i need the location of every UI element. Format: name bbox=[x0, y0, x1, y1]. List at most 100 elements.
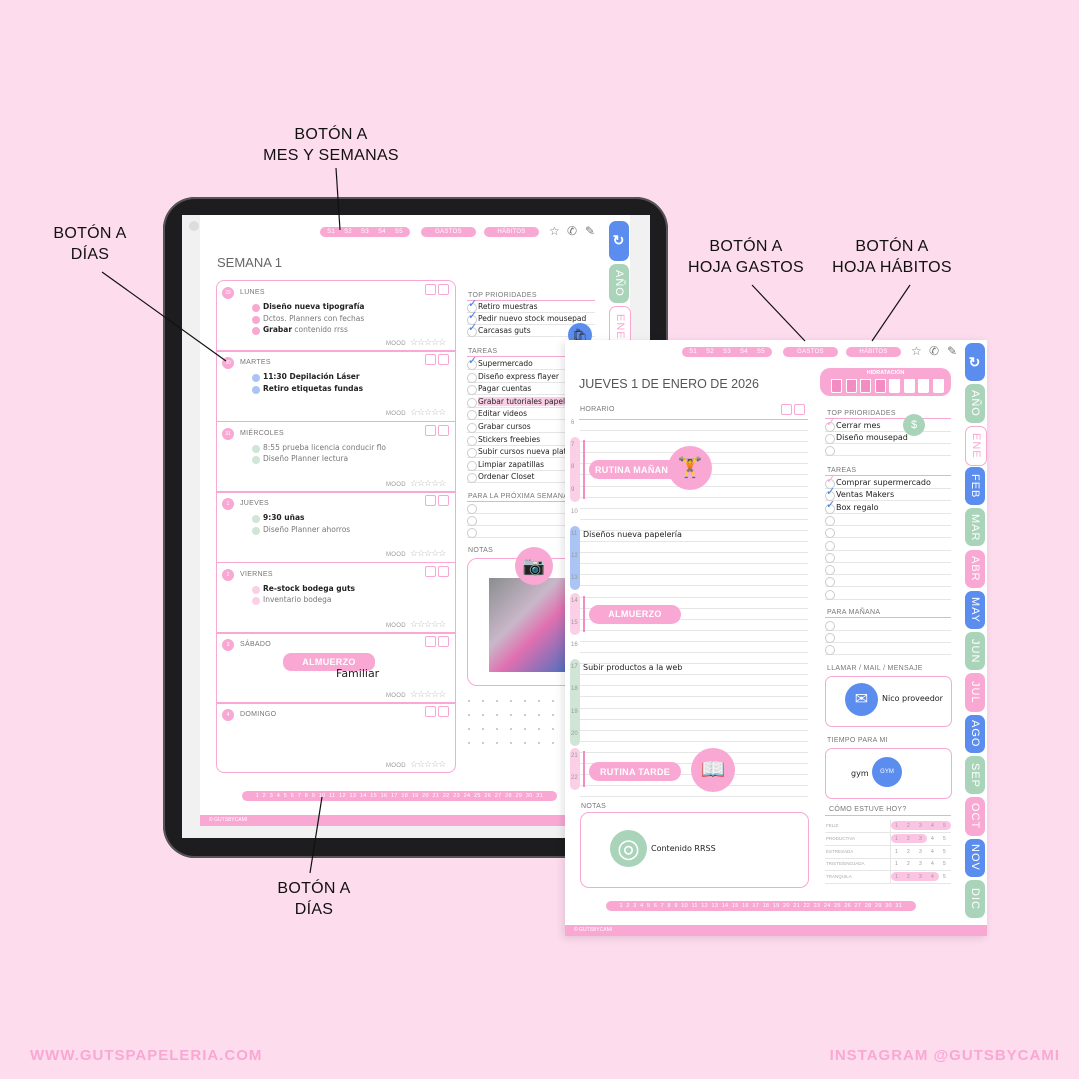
mood-stars[interactable]: ☆☆☆☆☆ bbox=[410, 337, 446, 347]
day-number-badge[interactable]: 3 bbox=[222, 639, 234, 651]
expenses-button[interactable]: GASTOS bbox=[783, 347, 838, 357]
day-button-17[interactable]: 17 bbox=[391, 793, 398, 799]
checkbox[interactable] bbox=[825, 528, 835, 539]
checkbox[interactable] bbox=[825, 621, 835, 631]
apple-calendar-icon[interactable] bbox=[438, 284, 449, 295]
checkbox[interactable] bbox=[467, 397, 477, 408]
day-button-9[interactable]: 9 bbox=[674, 903, 678, 909]
day-number-badge[interactable]: 29 bbox=[222, 287, 234, 299]
google-calendar-icon[interactable] bbox=[425, 424, 436, 436]
tab-mar[interactable]: MAR bbox=[965, 508, 985, 547]
me-time-box[interactable] bbox=[825, 748, 952, 799]
week-button-s4[interactable]: S4 bbox=[377, 229, 386, 235]
dollar-icon[interactable]: $ bbox=[903, 414, 925, 436]
checkbox[interactable] bbox=[467, 504, 477, 514]
tab-año[interactable]: AÑO bbox=[965, 384, 985, 423]
contact-box[interactable] bbox=[825, 676, 952, 727]
day-button-29[interactable]: 29 bbox=[515, 793, 523, 799]
mood-score-5[interactable]: 5 bbox=[943, 848, 946, 855]
day-button-20[interactable]: 20 bbox=[783, 903, 790, 909]
tab-jul[interactable]: JUL bbox=[965, 673, 985, 712]
day-button-19[interactable]: 19 bbox=[411, 793, 419, 799]
checkbox[interactable] bbox=[467, 516, 477, 526]
tab-ene[interactable]: ENE bbox=[609, 306, 631, 348]
water-glass-icon[interactable] bbox=[889, 379, 900, 393]
mood-score-2[interactable]: 2 bbox=[907, 874, 910, 881]
day-button-7[interactable]: 7 bbox=[660, 903, 665, 909]
checkbox[interactable] bbox=[467, 303, 477, 313]
mood-score-2[interactable]: 2 bbox=[907, 848, 910, 855]
day-button-5[interactable]: 5 bbox=[646, 903, 651, 909]
day-button-3[interactable]: 3 bbox=[633, 903, 637, 909]
day-button-28[interactable]: 28 bbox=[505, 793, 512, 799]
water-glass-icon[interactable] bbox=[860, 379, 871, 393]
tab-ene[interactable]: ENE bbox=[965, 425, 987, 466]
day-button-11[interactable]: 11 bbox=[329, 793, 336, 799]
phone-icon[interactable]: ✆ bbox=[929, 344, 940, 358]
expenses-button[interactable]: GASTOS bbox=[421, 227, 476, 237]
mood-score-1[interactable]: 1 bbox=[895, 823, 898, 829]
mood-score-3[interactable]: 3 bbox=[919, 823, 922, 829]
water-glass-icon[interactable] bbox=[845, 379, 857, 393]
day-button-2[interactable]: 2 bbox=[262, 793, 267, 799]
day-button-8[interactable]: 8 bbox=[667, 903, 671, 909]
day-button-12[interactable]: 12 bbox=[339, 793, 346, 799]
week-button-s5[interactable]: S5 bbox=[394, 229, 403, 235]
day-button-13[interactable]: 13 bbox=[349, 793, 357, 799]
day-button-11[interactable]: 11 bbox=[691, 903, 698, 909]
day-button-28[interactable]: 28 bbox=[864, 903, 872, 909]
checkbox[interactable] bbox=[825, 589, 835, 600]
day-button-12[interactable]: 12 bbox=[701, 903, 708, 909]
week-button-s2[interactable]: S2 bbox=[706, 349, 715, 355]
water-glass-icon[interactable] bbox=[932, 379, 944, 393]
checkbox[interactable] bbox=[467, 448, 477, 459]
camera-icon[interactable]: 📷 bbox=[515, 547, 553, 585]
checkbox[interactable] bbox=[467, 327, 477, 337]
google-calendar-icon[interactable] bbox=[425, 284, 436, 295]
day-button-9[interactable]: 9 bbox=[311, 793, 316, 799]
day-button-16[interactable]: 16 bbox=[742, 903, 749, 909]
day-button-7[interactable]: 7 bbox=[297, 793, 302, 799]
tab-may[interactable]: MAY bbox=[965, 590, 985, 630]
day-button-23[interactable]: 23 bbox=[453, 793, 460, 799]
water-glass-icon[interactable] bbox=[874, 379, 886, 393]
tab-nov[interactable]: NOV bbox=[965, 838, 985, 877]
day-button-27[interactable]: 27 bbox=[494, 793, 502, 799]
water-glass-icon[interactable] bbox=[831, 379, 842, 393]
tab-oct[interactable]: OCT bbox=[965, 797, 985, 836]
checkbox[interactable] bbox=[825, 479, 835, 489]
checkbox[interactable] bbox=[825, 503, 835, 514]
day-button-26[interactable]: 26 bbox=[844, 903, 852, 909]
day-button-31[interactable]: 31 bbox=[895, 903, 903, 909]
google-calendar-icon[interactable] bbox=[425, 706, 436, 718]
apple-calendar-icon[interactable] bbox=[438, 495, 449, 507]
checkbox[interactable] bbox=[467, 372, 477, 383]
day-button-31[interactable]: 31 bbox=[536, 793, 543, 799]
week-button-s1[interactable]: S1 bbox=[327, 229, 336, 235]
day-button-13[interactable]: 13 bbox=[711, 903, 719, 909]
day-button-16[interactable]: 16 bbox=[380, 793, 388, 799]
day-button-14[interactable]: 14 bbox=[721, 903, 729, 909]
phone-icon[interactable]: ✆ bbox=[567, 224, 578, 238]
day-button-6[interactable]: 6 bbox=[653, 903, 658, 909]
website-link[interactable]: WWW.GUTSPAPELERIA.COM bbox=[30, 1047, 263, 1064]
mood-score-2[interactable]: 2 bbox=[907, 823, 910, 829]
mood-score-4[interactable]: 4 bbox=[931, 874, 934, 881]
mood-score-5[interactable]: 5 bbox=[943, 835, 946, 842]
mood-stars[interactable]: ☆☆☆☆☆ bbox=[410, 477, 446, 488]
back-button[interactable] bbox=[189, 221, 199, 231]
day-button-4[interactable]: 4 bbox=[640, 903, 644, 909]
day-number-badge[interactable]: 31 bbox=[222, 427, 234, 440]
mood-score-4[interactable]: 4 bbox=[931, 835, 934, 842]
checkbox[interactable] bbox=[825, 515, 835, 526]
checkbox[interactable] bbox=[825, 645, 835, 655]
checkbox[interactable] bbox=[467, 410, 477, 421]
google-calendar-icon[interactable] bbox=[425, 565, 436, 577]
checkbox[interactable] bbox=[467, 423, 477, 433]
day-button-8[interactable]: 8 bbox=[304, 793, 309, 799]
day-button-17[interactable]: 17 bbox=[752, 903, 760, 909]
apple-calendar-icon[interactable] bbox=[438, 636, 449, 647]
tab-dic[interactable]: DIC bbox=[965, 879, 985, 919]
checkbox[interactable] bbox=[467, 360, 477, 370]
day-button-15[interactable]: 15 bbox=[370, 793, 377, 799]
